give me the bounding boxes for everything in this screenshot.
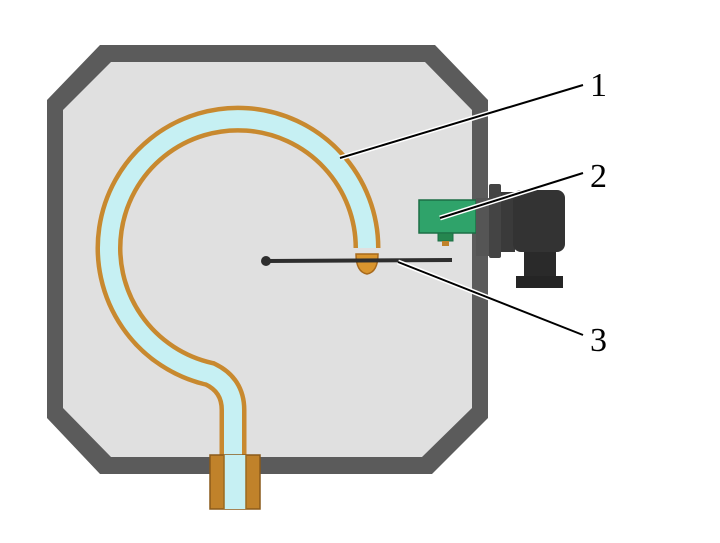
base-fitting — [209, 454, 261, 510]
pivot-point — [261, 256, 271, 266]
pointer-rod — [261, 256, 453, 266]
callout-label-2: 2 — [590, 158, 607, 195]
leader-line-2 — [439, 172, 584, 219]
bourdon-tube-core — [100, 110, 376, 455]
callout-label-3: 3 — [590, 322, 607, 359]
proximity-sensor — [418, 199, 477, 246]
bourdon-tube — [95, 105, 381, 455]
callout-label-1: 1 — [590, 67, 607, 104]
leader-line-3 — [397, 261, 584, 336]
sensor-connector — [476, 184, 565, 288]
leader-line-1 — [339, 84, 584, 159]
